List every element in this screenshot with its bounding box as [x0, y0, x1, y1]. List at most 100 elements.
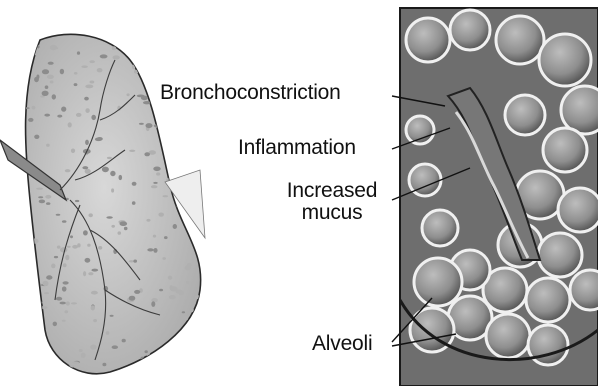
lung-texture-dot [51, 47, 58, 49]
lung-texture-dot [132, 201, 136, 205]
lung-texture-dot [89, 60, 95, 63]
lung-texture-dot [185, 265, 192, 270]
lung-texture-dot [206, 258, 210, 262]
label-increased-mucus: Increased mucus [272, 180, 392, 224]
lung-texture-dot [129, 296, 136, 301]
lung-texture-dot [60, 247, 67, 252]
lung-texture-dot [50, 81, 54, 84]
lung-texture-dot [201, 31, 206, 35]
lung-texture-dot [110, 171, 115, 176]
lung-texture-dot [84, 97, 89, 101]
lung-texture-dot [115, 374, 118, 378]
lung-texture-dot [48, 29, 54, 31]
lung-texture-dot [87, 244, 90, 247]
lung-texture-dot [98, 246, 102, 250]
alveolus [450, 10, 490, 50]
lung-texture-dot [204, 247, 208, 250]
lung-texture-dot [153, 167, 160, 172]
lung-texture-dot [45, 195, 51, 199]
lung-texture-dot [139, 123, 144, 125]
alveolus [422, 210, 458, 246]
lung-texture-dot [70, 235, 73, 238]
lung-texture-dot [153, 182, 157, 184]
lung-texture-dot [167, 34, 174, 37]
lung-texture-dot [45, 85, 49, 89]
lung-texture-dot [197, 310, 202, 312]
lung-texture-dot [63, 263, 67, 267]
alveolus [406, 18, 450, 62]
lung-texture-dot [205, 120, 208, 125]
lung-texture-dot [83, 271, 86, 276]
lung-texture-dot [38, 33, 42, 38]
lung-texture-dot [57, 246, 61, 249]
label-alveoli: Alveoli [312, 333, 372, 355]
lung-texture-dot [152, 365, 158, 368]
lung-texture-dot [62, 220, 67, 223]
alveolus [505, 95, 545, 135]
lung-texture-dot [42, 69, 49, 74]
lung-texture-dot [124, 227, 128, 230]
lung-texture-dot [74, 83, 78, 86]
lung-texture-dot [131, 39, 137, 41]
lung-texture-dot [154, 124, 162, 128]
lung-texture-dot [111, 188, 114, 192]
lung-texture-dot [159, 289, 163, 292]
lung-texture-dot [62, 320, 66, 322]
lung-texture-dot [46, 275, 52, 279]
lung-texture-dot [85, 140, 89, 145]
lung-texture-dot [79, 349, 83, 352]
lung-texture-dot [134, 290, 140, 294]
lung-texture-dot [168, 276, 172, 280]
alveolus [526, 278, 570, 322]
lung-texture-dot [29, 288, 34, 292]
lung-texture-dot [47, 75, 54, 79]
lung-texture-dot [62, 286, 67, 291]
label-bronchoconstriction: Bronchoconstriction [160, 82, 341, 104]
lung-texture-dot [18, 196, 23, 200]
lung-texture-dot [191, 69, 198, 73]
lung-texture-dot [144, 152, 150, 156]
lung-texture-dot [61, 107, 66, 112]
lung-texture-dot [43, 281, 49, 286]
label-increased-mucus-line2: mucus [272, 202, 392, 224]
lung-texture-dot [110, 315, 114, 317]
lung-texture-dot [97, 68, 103, 72]
lung-texture-dot [110, 31, 114, 36]
alveolus [414, 258, 462, 306]
lung-texture-dot [65, 310, 69, 313]
lung-texture-dot [21, 74, 26, 78]
lung-texture-dot [97, 137, 103, 141]
lung-texture-dot [156, 172, 160, 175]
lung-texture-dot [188, 222, 194, 227]
lung-texture-dot [60, 69, 64, 75]
lung-texture-dot [188, 228, 191, 231]
lung-texture-dot [200, 308, 208, 311]
lung-texture-dot [186, 281, 189, 284]
alveolus [406, 116, 434, 144]
lung-texture-dot [127, 93, 130, 96]
lung-texture-dot [144, 54, 147, 58]
label-inflammation: Inflammation [238, 137, 356, 159]
lung-texture-dot [22, 39, 30, 42]
lung-texture-dot [151, 185, 158, 188]
alveolus [538, 233, 582, 277]
lung-texture-dot [106, 331, 110, 335]
lung-texture-dot [68, 122, 72, 127]
lung-texture-dot [100, 54, 108, 58]
lung-texture-dot [104, 34, 111, 39]
lung-texture-dot [200, 352, 207, 357]
lung-texture-dot [193, 39, 200, 45]
lung-texture-dot [168, 375, 172, 379]
lung-texture-dot [169, 295, 176, 299]
lung-texture-dot [145, 350, 148, 353]
lung-texture-dot [91, 115, 96, 120]
lung-texture-dot [93, 319, 97, 322]
lung-texture-dot [72, 245, 78, 249]
lung-texture-dot [151, 301, 155, 307]
lung-texture-dot [81, 65, 87, 68]
lung-texture-dot [153, 248, 157, 253]
magnified-panel [400, 8, 598, 386]
lung-texture-dot [173, 68, 178, 70]
lung-texture-dot [85, 258, 91, 263]
